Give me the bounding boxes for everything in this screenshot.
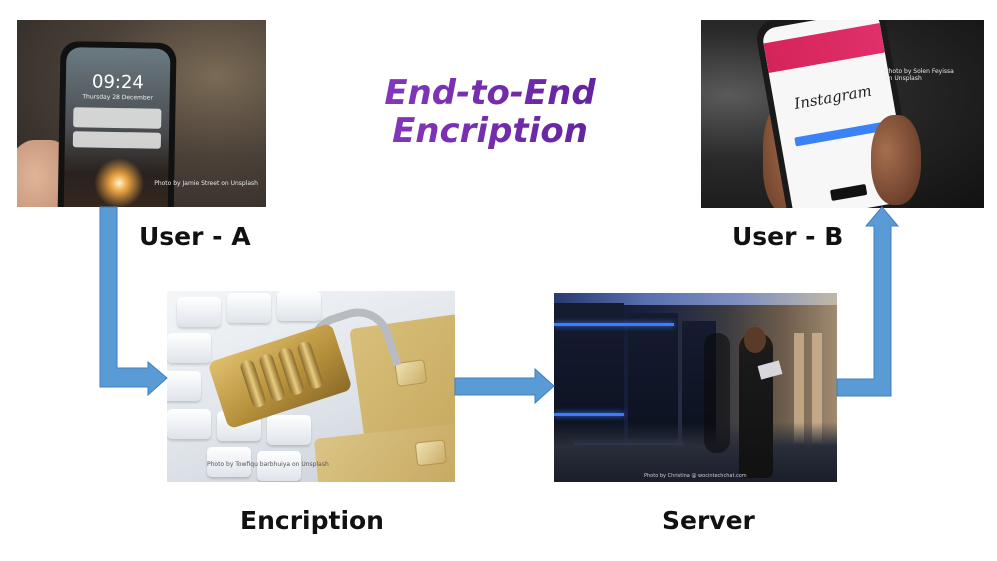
ceiling-lights xyxy=(554,293,837,305)
keyboard-key xyxy=(227,293,271,323)
keyboard-key xyxy=(167,333,211,363)
photo-credit: Photo by Christina @ wocintechchat.com xyxy=(644,473,747,479)
corridor-floor xyxy=(554,422,837,482)
keyboard-key xyxy=(207,447,251,477)
photo-credit: Photo by Solen Feyissa on Unsplash xyxy=(885,68,954,82)
arrow-encryption-to-server xyxy=(454,367,555,405)
keyboard-key xyxy=(277,291,321,321)
node-label-server: Server xyxy=(662,506,755,535)
person-reflection xyxy=(704,333,730,453)
keyboard-key xyxy=(167,409,211,439)
person-head xyxy=(744,327,766,353)
arrow-server-to-user-b xyxy=(836,206,900,397)
keyboard-key xyxy=(177,297,221,327)
keyboard-key xyxy=(257,451,301,481)
node-label-encryption: Encription xyxy=(240,506,384,535)
keyboard-key xyxy=(267,415,311,445)
corridor-door xyxy=(794,333,804,443)
arrow-user-a-to-encryption xyxy=(99,206,168,397)
rack-light xyxy=(554,413,624,416)
rack-light xyxy=(554,323,674,326)
node-label-user-a: User - A xyxy=(139,222,251,251)
photo-credit: Photo by Towfiqu barbhuiya on Unsplash xyxy=(207,461,329,468)
user-a-photo: 09:24 Thursday 28 December Photo by Jami… xyxy=(17,20,266,207)
server-photo: Photo by Christina @ wocintechchat.com xyxy=(554,293,837,482)
user-b-photo: Instagram Photo by Solen Feyissa on Unsp… xyxy=(701,20,984,208)
photo-credit: Photo by Jamie Street on Unsplash xyxy=(154,180,258,187)
encryption-photo: Photo by Towfiqu barbhuiya on Unsplash xyxy=(167,291,455,482)
node-label-user-b: User - B xyxy=(732,222,844,251)
keyboard-key xyxy=(167,371,201,401)
fingers-shape xyxy=(871,115,921,205)
corridor-door xyxy=(812,333,822,443)
person-figure xyxy=(739,333,773,478)
